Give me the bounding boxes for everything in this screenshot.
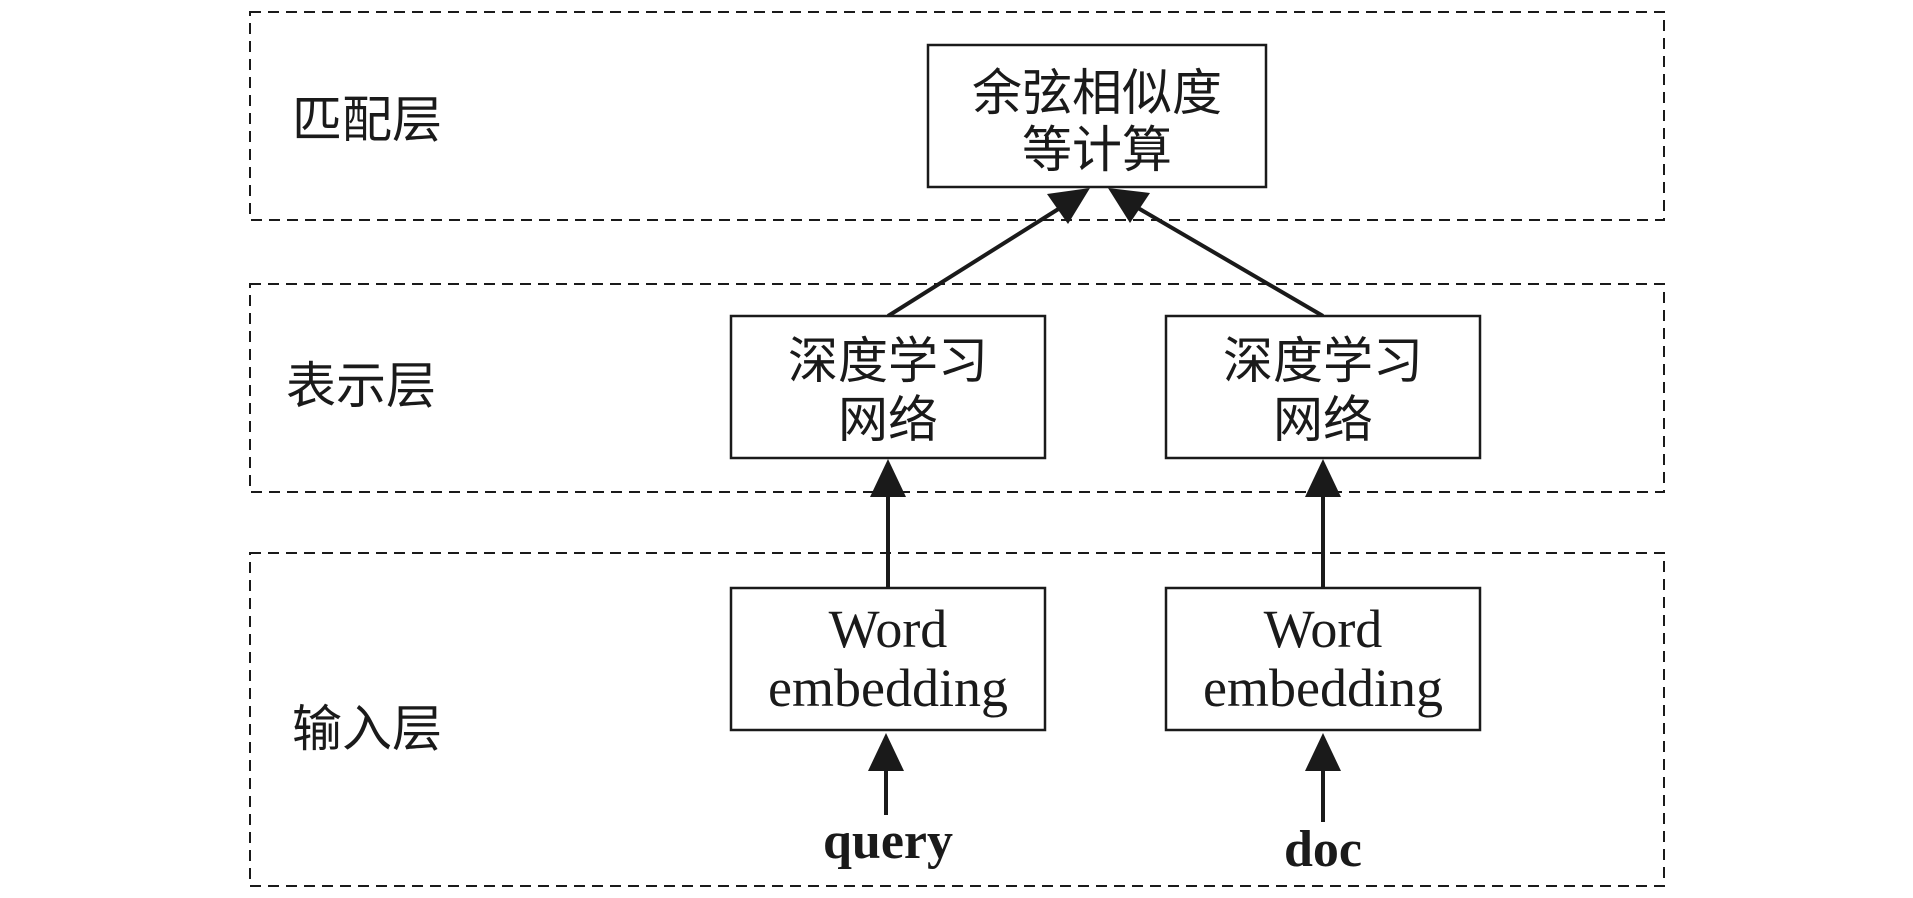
embedding-node-left-line2: embedding xyxy=(768,658,1008,718)
embedding-node-right-line2: embedding xyxy=(1203,658,1443,718)
edge-network-right-to-similarity xyxy=(1136,206,1325,318)
network-node-right-line2: 网络 xyxy=(1273,391,1373,449)
representation-layer-label: 表示层 xyxy=(286,357,436,415)
arrow-head-embedding-right xyxy=(1305,733,1341,771)
matching-layer-frame xyxy=(249,11,1665,221)
arrow-head-embedding-left xyxy=(868,733,904,771)
similarity-node-line2: 等计算 xyxy=(1022,121,1172,179)
network-node-right-line1: 深度学习 xyxy=(1223,332,1423,390)
arrow-head-network-left xyxy=(870,459,906,497)
edge-network-left-to-similarity xyxy=(886,206,1062,318)
embedding-node-right xyxy=(1164,586,1482,732)
arrow-head-network-right xyxy=(1305,459,1341,497)
representation-layer-frame xyxy=(249,283,1665,493)
embedding-node-right-line1: Word xyxy=(1264,599,1383,659)
similarity-node-line1: 余弦相似度 xyxy=(972,64,1222,122)
network-node-left-line1: 深度学习 xyxy=(788,332,988,390)
query-input-label: query xyxy=(823,813,953,870)
similarity-node xyxy=(926,43,1268,189)
network-node-left xyxy=(729,314,1047,460)
input-layer-frame xyxy=(249,552,1665,887)
network-node-left-line2: 网络 xyxy=(838,391,938,449)
matching-layer-label: 匹配层 xyxy=(292,91,442,149)
arrow-head-similarity-left xyxy=(1047,188,1090,224)
embedding-node-left xyxy=(729,586,1047,732)
embedding-node-left-line1: Word xyxy=(829,599,948,659)
doc-input-label: doc xyxy=(1284,821,1362,878)
arrow-head-similarity-right xyxy=(1108,188,1150,223)
input-layer-label: 输入层 xyxy=(292,700,442,758)
network-node-right xyxy=(1164,314,1482,460)
